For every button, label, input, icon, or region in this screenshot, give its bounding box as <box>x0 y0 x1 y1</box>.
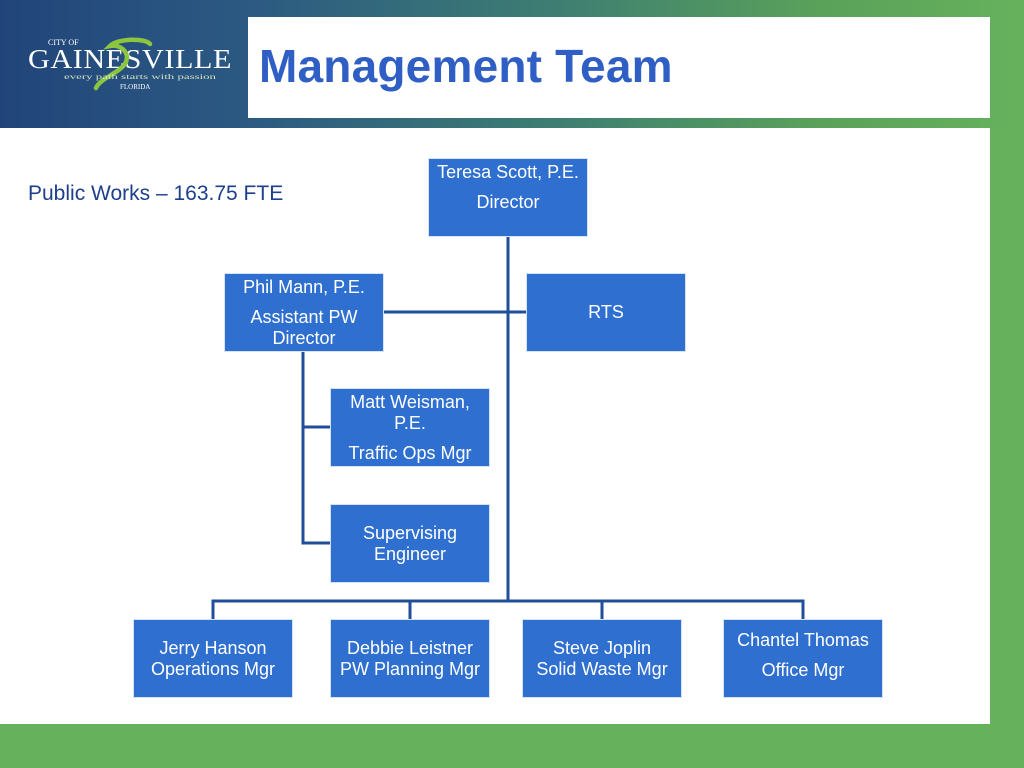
box-office: Chantel Thomas Office Mgr <box>723 619 883 698</box>
logo-tagline: every path starts with passion <box>64 73 217 81</box>
solid-waste-name: Steve Joplin <box>552 637 652 658</box>
city-logo-graphic: CITY OF GAINESVILLE every path starts wi… <box>28 37 232 91</box>
planning-role: PW Planning Mgr <box>339 658 481 679</box>
box-traffic-ops: Matt Weisman, P.E. Traffic Ops Mgr <box>330 388 490 467</box>
box-rts: RTS <box>526 273 686 352</box>
logo-state: FLORIDA <box>120 83 150 91</box>
box-director: Teresa Scott, P.E. Director <box>428 158 588 237</box>
operations-name: Jerry Hanson <box>159 637 267 658</box>
box-operations: Jerry Hanson Operations Mgr <box>133 619 293 698</box>
director-role: Director <box>476 192 540 212</box>
right-band <box>990 128 1024 768</box>
assistant-role: Assistant PW Director <box>250 307 358 348</box>
box-assistant-director: Phil Mann, P.E. Assistant PW Director <box>224 273 384 352</box>
traffic-role: Traffic Ops Mgr <box>348 443 472 463</box>
rts-name: RTS <box>588 302 624 322</box>
solid-waste-role: Solid Waste Mgr <box>536 658 668 679</box>
city-logo: CITY OF GAINESVILLE every path starts wi… <box>0 0 247 128</box>
page-title: Management Team <box>259 40 673 92</box>
logo-wordmark: GAINESVILLE <box>28 44 232 74</box>
office-role: Office Mgr <box>761 660 845 680</box>
fte-caption: Public Works – 163.75 FTE <box>28 182 284 205</box>
box-planning: Debbie Leistner PW Planning Mgr <box>330 619 490 698</box>
operations-role: Operations Mgr <box>150 658 276 679</box>
office-name: Chantel Thomas <box>737 630 869 650</box>
logo-city-of: CITY OF <box>48 38 79 47</box>
box-supervising-engineer: Supervising Engineer <box>330 504 490 583</box>
director-name: Teresa Scott, P.E. <box>437 162 579 182</box>
logo-swoosh <box>93 37 153 91</box>
supervising-name: Supervising Engineer <box>362 522 458 564</box>
assistant-name: Phil Mann, P.E. <box>243 277 365 297</box>
box-solid-waste: Steve Joplin Solid Waste Mgr <box>522 619 682 698</box>
bottom-band <box>0 724 1024 768</box>
title-box: Management Team <box>248 17 990 118</box>
traffic-name: Matt Weisman, P.E. <box>350 392 470 433</box>
planning-name: Debbie Leistner <box>346 637 474 658</box>
